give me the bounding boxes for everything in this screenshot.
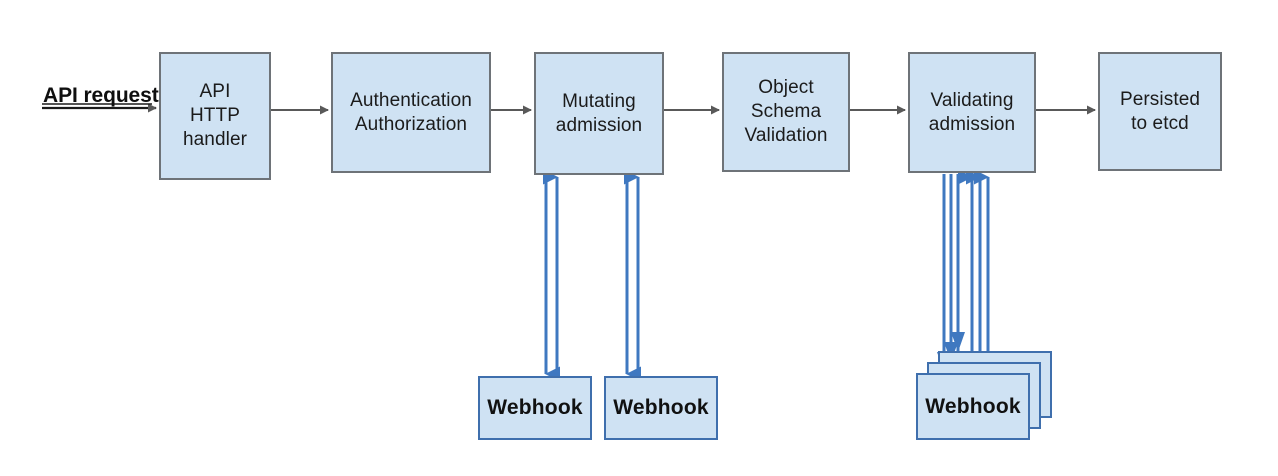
stage-authentication-authorization[interactable]: Authentication Authorization <box>331 52 491 173</box>
mutating-webhook-2-call <box>624 169 641 382</box>
stage-validating-admission[interactable]: Validating admission <box>908 52 1036 173</box>
entry-label: API request <box>43 84 159 107</box>
stage-label: Authentication Authorization <box>350 89 472 135</box>
validating-webhook-stack-front[interactable]: Webhook <box>916 373 1030 440</box>
mutating-webhook-2[interactable]: Webhook <box>604 376 718 440</box>
stage-label: Mutating admission <box>555 90 643 136</box>
webhook-label: Webhook <box>925 394 1021 418</box>
stage-api-http-handler[interactable]: API HTTP handler <box>159 52 271 180</box>
stage-label: Persisted to etcd <box>1119 88 1201 134</box>
webhook-label: Webhook <box>487 396 583 419</box>
mutating-webhook-1[interactable]: Webhook <box>478 376 592 440</box>
stage-mutating-admission[interactable]: Mutating admission <box>534 52 664 175</box>
stage-object-schema-validation[interactable]: Object Schema Validation <box>722 52 850 172</box>
webhook-label: Webhook <box>613 396 709 419</box>
mutating-webhook-1-call <box>543 169 560 382</box>
validating-webhook-calls <box>937 169 990 372</box>
stage-label: API HTTP handler <box>182 81 248 150</box>
stage-label: Validating admission <box>928 89 1016 135</box>
stage-label: Object Schema Validation <box>744 77 828 146</box>
stage-persisted-to-etcd[interactable]: Persisted to etcd <box>1098 52 1222 171</box>
